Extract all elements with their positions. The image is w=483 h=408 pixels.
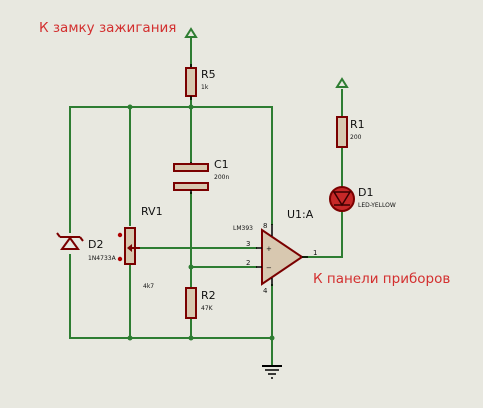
- pin-2-label: 2: [246, 259, 250, 267]
- r5-value: 1k: [201, 84, 209, 91]
- pin-3-label: 3: [246, 240, 250, 248]
- wires: [69, 39, 343, 365]
- comparator-u1a: + − 3 2 1 8 4 LM393 U1:A: [233, 208, 317, 295]
- plus-sign: +: [266, 245, 272, 253]
- resistor-r5: R5 1k: [185, 64, 216, 100]
- led-d1: D1 LED-YELLOW: [329, 186, 396, 212]
- dashboard-annotation: К панели приборов: [313, 271, 450, 287]
- pin-1-label: 1: [313, 249, 317, 257]
- r5-ref: R5: [201, 68, 216, 81]
- capacitor-c1: C1 200n: [173, 158, 229, 194]
- d1-value: LED-YELLOW: [358, 202, 396, 209]
- junctions: [127, 104, 275, 341]
- d2-ref: D2: [88, 238, 103, 251]
- r1-ref: R1: [350, 118, 365, 131]
- ignition-annotation: К замку зажигания: [39, 20, 176, 36]
- d2-value: 1N4733A: [88, 255, 117, 262]
- r1-value: 200: [350, 134, 362, 141]
- minus-sign: −: [266, 264, 272, 272]
- r2-value: 47K: [201, 305, 214, 312]
- power-terminal-led: [335, 77, 349, 88]
- u1-value: LM393: [233, 225, 253, 232]
- c1-ref: C1: [214, 158, 229, 171]
- ground-symbol: [262, 365, 282, 379]
- potentiometer-rv1: RV1 4k7: [117, 205, 163, 290]
- pin-4-label: 4: [263, 287, 268, 295]
- rv1-ref: RV1: [141, 205, 163, 218]
- c1-value: 200n: [214, 174, 229, 181]
- u1-ref: U1:A: [287, 208, 314, 221]
- pin-8-label: 8: [263, 222, 267, 230]
- resistor-r1: R1 200: [336, 116, 365, 148]
- rv1-value: 4k7: [143, 283, 154, 290]
- power-terminal-ignition: [184, 27, 198, 43]
- zener-diode-d2: D2 1N4733A: [56, 232, 117, 262]
- d1-ref: D1: [358, 186, 373, 199]
- r2-ref: R2: [201, 289, 216, 302]
- resistor-r2: R2 47K: [185, 287, 216, 319]
